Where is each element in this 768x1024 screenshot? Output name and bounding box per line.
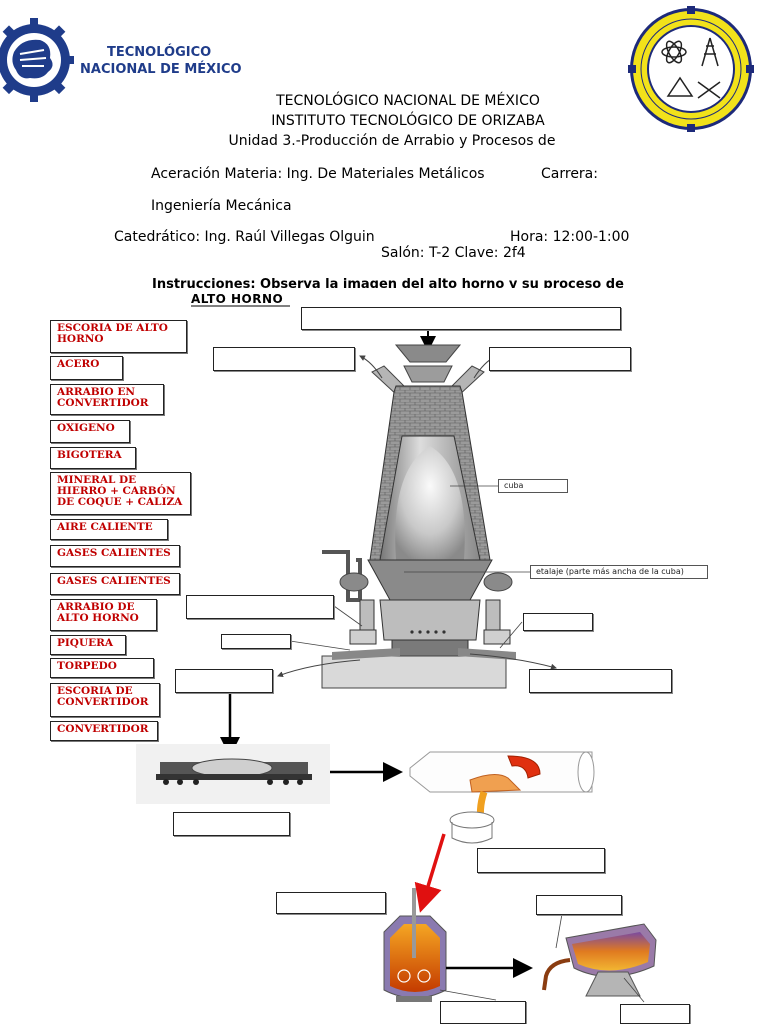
answer-blank-right-upper[interactable] (523, 613, 593, 631)
label-oxigeno: OXIGENO (50, 420, 130, 443)
answer-blank-left-outlet[interactable] (175, 669, 273, 693)
callout-cuba: cuba (498, 479, 568, 493)
label-escoria-alto-horno: ESCORIA DE ALTO HORNO (50, 320, 187, 353)
header-title3: Unidad 3.-Producción de Arrabio y Proces… (228, 133, 556, 149)
label-bigotera: BIGOTERA (50, 447, 136, 469)
header-line4a: Aceración Materia: Ing. De Materiales Me… (151, 166, 485, 182)
answer-blank-gas-right[interactable] (489, 347, 631, 371)
answer-blank-hot-air[interactable] (186, 595, 334, 619)
header-hour: Hora: 12:00-1:00 (510, 229, 630, 245)
answer-blank-bottom-middle[interactable] (440, 1001, 526, 1024)
answer-blank-oxygen[interactable] (276, 892, 386, 914)
label-torpedo: TORPEDO (50, 658, 154, 678)
label-arrabio-alto-horno: ARRABIO DE ALTO HORNO (50, 599, 157, 631)
label-mineral-carbon-caliza: MINERAL DE HIERRO + CARBÓN DE COQUE + CA… (50, 472, 191, 515)
label-convertidor: CONVERTIDOR (50, 721, 158, 741)
label-aire-caliente: AIRE CALIENTE (50, 519, 168, 540)
answer-blank-pouring[interactable] (477, 848, 605, 873)
label-arrabio-convertidor: ARRABIO EN CONVERTIDOR (50, 384, 164, 415)
answer-blank-top-feed[interactable] (301, 307, 621, 330)
tecnm-emblem-icon (0, 18, 74, 102)
header-line4b: Carrera: (541, 166, 598, 182)
answer-blank-right-outlet[interactable] (529, 669, 672, 693)
diagram-heading: ALTO HORNO (191, 292, 284, 306)
label-piquera: PIQUERA (50, 635, 126, 655)
bof-converter-icon (383, 888, 447, 1002)
callout-etalaje: etalaje (parte más ancha de la cuba) (530, 565, 708, 579)
label-gases-calientes-1: GASES CALIENTES (50, 545, 180, 567)
label-acero: ACERO (50, 356, 123, 380)
answer-blank-bottom-right[interactable] (620, 1004, 690, 1024)
tecnm-logo (0, 10, 240, 110)
label-gases-calientes-2: GASES CALIENTES (50, 573, 180, 595)
answer-blank-torpedo[interactable] (173, 812, 290, 836)
answer-blank-left-small[interactable] (221, 634, 291, 649)
answer-blank-converter-top[interactable] (536, 895, 622, 915)
header-title2: INSTITUTO TECNOLÓGICO DE ORIZABA (271, 113, 545, 129)
converter-tilted-icon (439, 913, 657, 1003)
tecnm-logo-text: TECNOLÓGICO NACIONAL DE MÉXICO (80, 44, 242, 78)
header-room: Salón: T-2 Clave: 2f4 (381, 245, 526, 261)
header-teacher: Catedrático: Ing. Raúl Villegas Olguin (114, 229, 375, 245)
answer-blank-gas-left[interactable] (213, 347, 355, 371)
ito-seal (628, 6, 754, 132)
label-escoria-convertidor: ESCORIA DE CONVERTIDOR (50, 683, 160, 717)
instructions: Instrucciones: Observa la imagen del alt… (152, 277, 624, 288)
header-line5: Ingeniería Mecánica (151, 198, 292, 214)
logo-text-line2: NACIONAL DE MÉXICO (80, 62, 242, 77)
torpedo-car-icon (156, 758, 312, 785)
logo-text-line1: TECNOLÓGICO (107, 45, 212, 60)
converter-pouring-icon (409, 751, 595, 844)
ito-seal-icon (628, 6, 754, 132)
header-title1: TECNOLÓGICO NACIONAL DE MÉXICO (276, 93, 540, 109)
